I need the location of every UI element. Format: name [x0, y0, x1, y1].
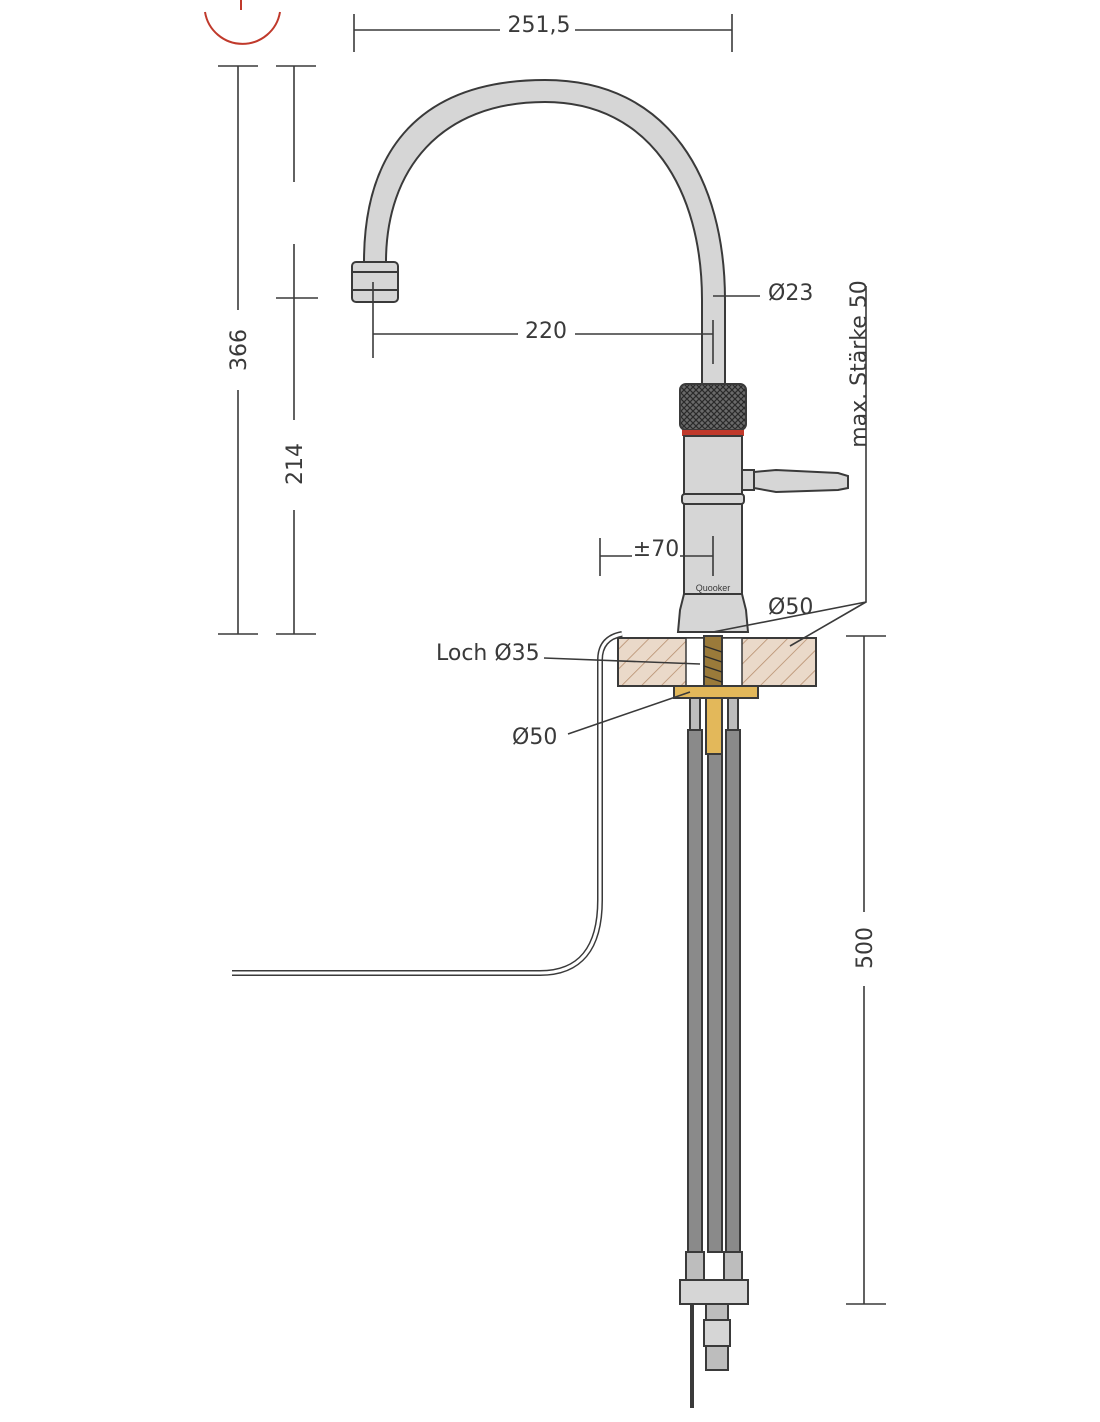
spout-height-label: 214 [283, 443, 308, 485]
mounting-assembly [673, 635, 759, 755]
spout-diameter-label: Ø23 [768, 281, 813, 306]
dimension-overall-height: 366 [218, 65, 258, 635]
brass-plate [673, 685, 759, 699]
brass-rod [705, 697, 723, 755]
section-marker-circle [204, 11, 281, 45]
hose-connector-nut [679, 1279, 749, 1305]
tap-body: Quooker [676, 383, 750, 633]
base-diameter-bottom-label: Ø50 [512, 725, 557, 750]
dimension-spout-diameter: Ø23 [713, 281, 813, 306]
overall-width-label: 251,5 [508, 13, 571, 38]
callout-hole-diameter: Loch Ø35 [436, 641, 701, 666]
spout-nozzle [351, 261, 399, 303]
rotation-label: ±70 [633, 537, 679, 562]
tap-handle [741, 468, 849, 494]
flexible-hoses [679, 729, 749, 1408]
brand-logo: Quooker [696, 583, 731, 593]
dimension-hose-length: 500 [846, 635, 886, 1305]
callout-base-diameter-bottom: Ø50 [512, 691, 691, 750]
spout-reach-label: 220 [525, 319, 567, 344]
dimension-spout-height: 214 [276, 65, 318, 635]
hole-diameter-label: Loch Ø35 [436, 641, 540, 666]
dimension-spout-reach: 220 [372, 282, 714, 364]
hose-length-label: 500 [853, 927, 878, 969]
sink-outline [232, 631, 623, 976]
tap-spout [351, 78, 726, 385]
dimension-rotation: ±70 [599, 536, 714, 576]
overall-height-label: 366 [227, 329, 252, 371]
dimension-overall-width: 251,5 [353, 13, 733, 52]
knurled-ring [679, 383, 747, 431]
callout-max-thickness: max. Stärke 50 [789, 280, 872, 647]
base-diameter-top-label: Ø50 [768, 595, 813, 620]
max-thickness-label: max. Stärke 50 [847, 280, 872, 448]
